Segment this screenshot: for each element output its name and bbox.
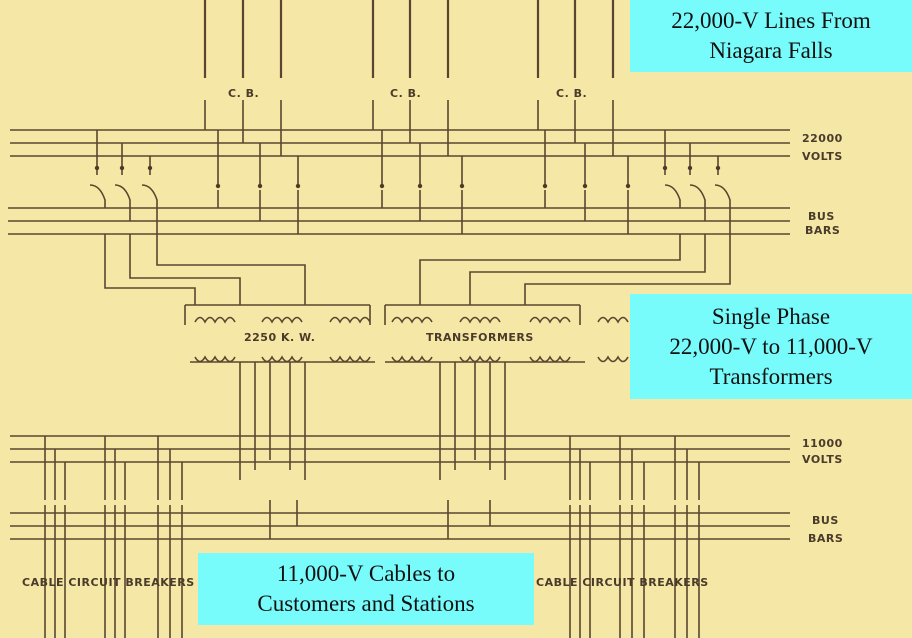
incoming-lines <box>203 0 615 78</box>
lines-11000v <box>10 435 790 463</box>
cb-label-1: C. B. <box>228 87 259 100</box>
transformers-label: TRANSFORMERS <box>426 331 534 344</box>
callout-cables-line-2: Customers and Stations <box>257 591 475 616</box>
cb-label-3: C. B. <box>556 87 587 100</box>
bars-label-lower: BARS <box>808 532 843 545</box>
cb-label-2: C. B. <box>390 87 421 100</box>
bus-label-lower: BUS <box>812 514 839 527</box>
transformer-coils <box>184 304 629 363</box>
junction-dots-upper <box>94 165 721 189</box>
callout-niagara-line-2: Niagara Falls <box>709 38 833 63</box>
bus-bars-lower <box>10 512 790 540</box>
callout-transformers-line-3: Transformers <box>709 363 833 389</box>
callout-transformers-line-1: Single Phase <box>711 303 831 329</box>
callout-transformers: Single Phase 22,000-V to 11,000-V Transf… <box>630 294 912 399</box>
callout-transformers-line-2: 22,000-V to 11,000-V <box>669 333 873 359</box>
callout-cables-line-1: 11,000-V Cables to <box>276 561 456 586</box>
bars-label-upper: BARS <box>805 224 840 237</box>
volts-22000-label: 22000 <box>802 132 843 145</box>
outgoing-cables <box>44 598 700 638</box>
bus-label-upper: BUS <box>808 210 835 223</box>
cable-breakers-label-left: CABLE CIRCUIT BREAKERS <box>22 576 195 589</box>
lower-switches <box>44 436 700 598</box>
callout-niagara-lines: 22,000-V Lines From Niagara Falls <box>630 0 912 72</box>
volts-word-top: VOLTS <box>802 150 843 163</box>
bus-bars-upper <box>8 207 790 235</box>
lines-22000v <box>10 129 790 157</box>
callout-cables: 11,000-V Cables to Customers and Station… <box>198 553 534 625</box>
upper-switches <box>89 100 731 234</box>
cable-breakers-label-right: CABLE CIRCUIT BREAKERS <box>536 576 709 589</box>
kw-rating-label: 2250 K. W. <box>244 331 315 344</box>
volts-word-bottom: VOLTS <box>802 453 843 466</box>
volts-11000-label: 11000 <box>802 437 843 450</box>
transformer-feeders <box>104 234 731 305</box>
callout-niagara-line-1: 22,000-V Lines From <box>671 8 871 33</box>
transformer-secondaries <box>239 362 506 480</box>
